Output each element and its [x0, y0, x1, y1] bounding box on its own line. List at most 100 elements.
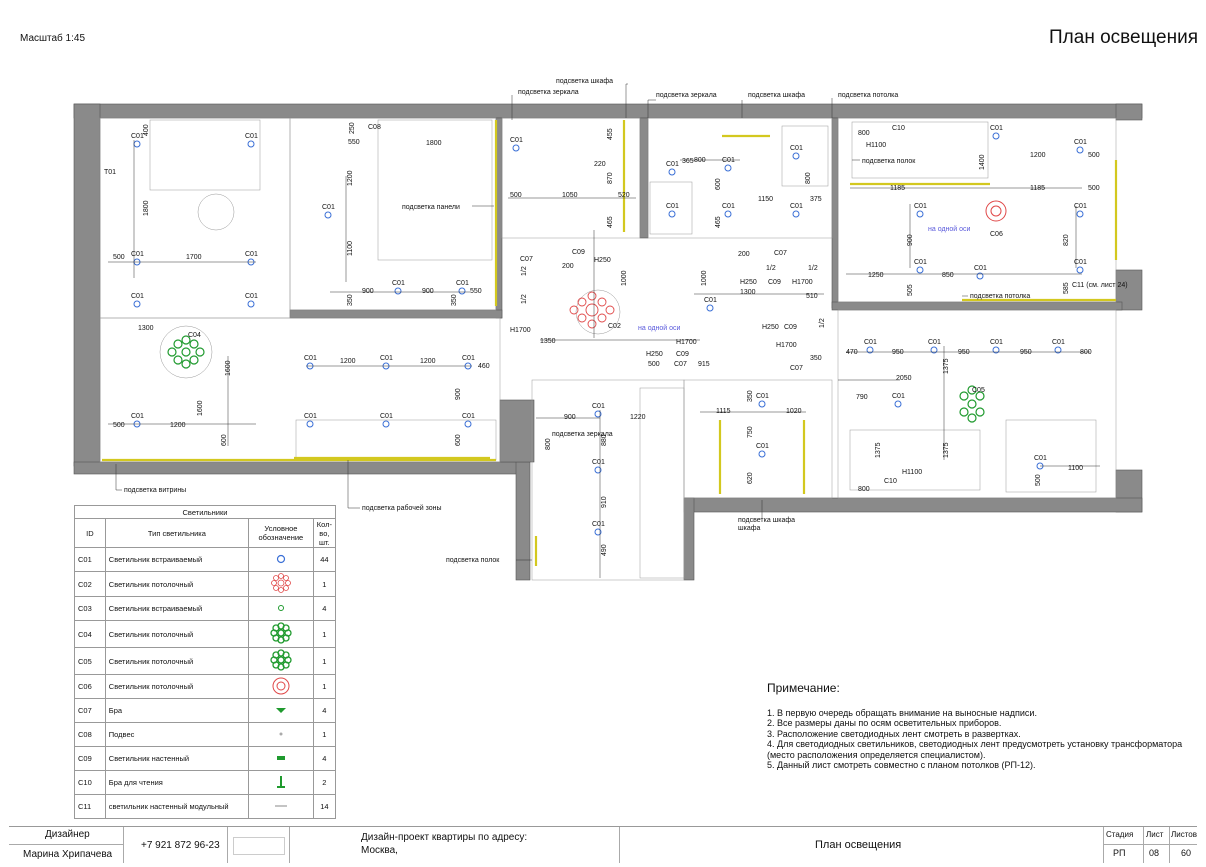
svg-text:220: 220 [594, 161, 606, 168]
axis-note-2: на одной оси [928, 225, 971, 233]
svg-text:790: 790 [856, 394, 868, 401]
c01-fixture-icon [458, 287, 466, 295]
svg-text:C09: C09 [676, 351, 689, 358]
svg-text:600: 600 [221, 434, 228, 446]
svg-text:365: 365 [682, 158, 694, 165]
legend-type: Светильник потолочный [104, 674, 250, 699]
title-block-sheet-title: План освещения [815, 839, 902, 851]
svg-text:1375: 1375 [875, 442, 882, 458]
c01-fixtures [133, 132, 1084, 536]
legend-qty: 1 [312, 722, 337, 747]
svg-text:1000: 1000 [701, 270, 708, 286]
sheets-label: Листов [1171, 830, 1197, 839]
c01-fixture-icon [1076, 266, 1084, 274]
svg-text:C09: C09 [784, 324, 797, 331]
legend-id: C05 [74, 647, 106, 675]
callout-leaders [115, 83, 968, 561]
svg-text:800: 800 [1080, 349, 1092, 356]
led-strips [102, 120, 1118, 566]
c01-label: C01 [131, 413, 144, 420]
callout-cabinet-2: подсветка шкафа [748, 92, 805, 99]
c01-label: C01 [380, 355, 393, 362]
svg-text:H250: H250 [740, 279, 757, 286]
c01-fixture-icon [724, 164, 732, 172]
c01-fixture-icon [976, 272, 984, 280]
fixture-legend: Светильники ID Тип светильника Условное … [74, 505, 337, 819]
c01-label: C01 [892, 393, 905, 400]
callout-mirror-2: подсветка зеркала [656, 92, 717, 99]
c01-label: C01 [864, 339, 877, 346]
callout-shelf-1: подсветка полок [862, 158, 916, 165]
svg-text:1200: 1200 [420, 358, 436, 365]
svg-text:250: 250 [349, 122, 356, 134]
c01-fixture-icon [512, 144, 520, 152]
c01-label: C01 [914, 259, 927, 266]
svg-text:1185: 1185 [890, 185, 905, 192]
svg-text:1800: 1800 [426, 140, 442, 147]
c01-label: C01 [1074, 139, 1087, 146]
ring-blue-icon [248, 547, 314, 572]
svg-text:900: 900 [564, 414, 576, 421]
svg-text:1/2: 1/2 [521, 266, 528, 276]
svg-text:H250: H250 [762, 324, 779, 331]
svg-text:1020: 1020 [786, 408, 802, 415]
c01-label: C01 [790, 203, 803, 210]
c01-label: C01 [756, 443, 769, 450]
svg-text:C05: C05 [972, 387, 985, 394]
svg-text:H250: H250 [594, 257, 611, 264]
legend-qty: 1 [312, 674, 337, 699]
legend-id: C02 [74, 571, 106, 597]
sheet-number: 08 [1149, 848, 1160, 858]
legend-type: Подвес [104, 722, 250, 747]
svg-text:350: 350 [347, 294, 354, 306]
c01-label: C01 [914, 203, 927, 210]
c01-fixture-icon [724, 210, 732, 218]
c01-label: C01 [666, 203, 679, 210]
c01-fixture-icon [1076, 210, 1084, 218]
c01-fixture-icon [247, 140, 255, 148]
svg-text:800: 800 [858, 130, 870, 137]
svg-text:820: 820 [1063, 234, 1070, 246]
svg-text:1300: 1300 [740, 289, 756, 296]
svg-text:C04: C04 [188, 332, 201, 339]
legend-col-symbol: Условное обозначение [248, 518, 314, 548]
cluster-green-icon [248, 647, 314, 675]
svg-text:950: 950 [1020, 349, 1032, 356]
legend-qty: 1 [312, 620, 337, 648]
c01-fixture-icon [1054, 346, 1062, 354]
callout-cabinet-3: подсветка шкафа [738, 517, 795, 524]
c01-fixture-icon [324, 211, 332, 219]
dimension-values: 500 1700 500 1200 1300 1200 1200 460 900… [104, 124, 1100, 493]
svg-text:1/2: 1/2 [766, 265, 776, 272]
reading-green-icon [248, 770, 314, 795]
c01-fixture-icon [133, 140, 141, 148]
designer-phone: +7 921 872 96-23 [141, 840, 220, 851]
stage-label: Стадия [1106, 830, 1134, 839]
svg-text:350: 350 [810, 355, 822, 362]
svg-text:C07: C07 [520, 256, 533, 263]
callout-vitrine: подсветка витрины [124, 487, 186, 494]
c06-fixture [985, 200, 1007, 222]
svg-text:465: 465 [607, 216, 614, 228]
callout-cabinet-1: подсветка шкафа [556, 78, 613, 85]
svg-text:500: 500 [1088, 185, 1100, 192]
svg-text:1050: 1050 [562, 192, 578, 199]
svg-text:1375: 1375 [943, 442, 950, 458]
svg-text:1220: 1220 [630, 414, 646, 421]
dot-grey-icon [248, 722, 314, 747]
c01-label: C01 [974, 265, 987, 272]
c05-fixture [959, 385, 985, 423]
svg-text:H250: H250 [646, 351, 663, 358]
c01-fixture-icon [394, 287, 402, 295]
c01-label: C01 [666, 161, 679, 168]
svg-text:H1100: H1100 [902, 469, 922, 476]
c01-label: C01 [592, 403, 605, 410]
c01-fixture-icon [792, 152, 800, 160]
svg-text:550: 550 [348, 139, 360, 146]
svg-text:910: 910 [601, 496, 608, 508]
legend-id: C11 [74, 794, 106, 819]
callout-panel: подсветка панели [402, 204, 460, 211]
